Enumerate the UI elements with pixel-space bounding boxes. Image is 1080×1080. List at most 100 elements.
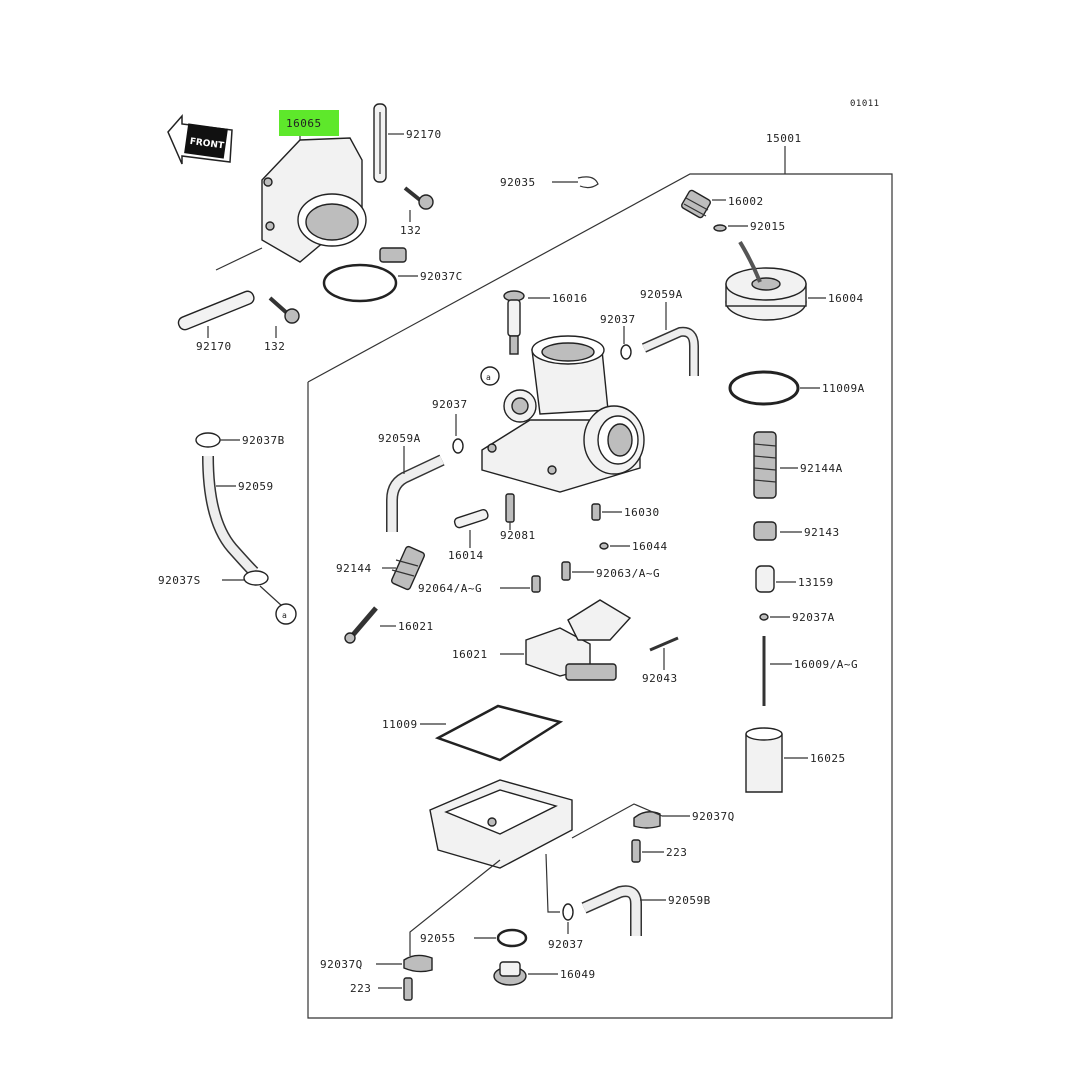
leader-bowl-connect (571, 803, 663, 839)
clamp-part-92037b (195, 432, 221, 448)
part-label-92037a: 92037A (792, 611, 835, 624)
pin-part-16021 (344, 606, 378, 644)
part-16044 (599, 542, 609, 550)
part-label-132-bottom: 132 (264, 340, 285, 353)
part-label-92081: 92081 (500, 529, 536, 542)
part-label-16002: 16002 (728, 195, 764, 208)
bolt-part-bottom (268, 296, 300, 324)
clamp-part-92037s (243, 570, 269, 586)
part-label-16030: 16030 (624, 506, 660, 519)
part-label-16009: 16009/A~G (794, 658, 858, 671)
part-label-92037-a: 92037 (600, 313, 636, 326)
part-label-13159: 13159 (798, 576, 834, 589)
carburetor-body-part (481, 335, 645, 493)
part-label-92037b: 92037B (242, 434, 285, 447)
part-label-16025: 16025 (810, 752, 846, 765)
part-label-92064: 92064/A~G (418, 582, 482, 595)
ref-circle-a (480, 366, 500, 386)
top-cap-part-16004 (725, 240, 807, 321)
front-arrow-icon: FRONT (167, 114, 233, 165)
part-label-16004: 16004 (828, 292, 864, 305)
ring-part-92037-c (562, 903, 574, 921)
retainer-part-92143 (753, 521, 777, 541)
ring-part-92037-a (620, 344, 632, 360)
washer-part-92037a (759, 613, 769, 621)
part-label-92037s: 92037S (158, 574, 201, 587)
part-label-92037-c: 92037 (548, 938, 584, 951)
assembly-frame (307, 173, 893, 1019)
ref-circle-a-glyph: a (486, 373, 491, 382)
drain-plug-part-16049 (493, 961, 527, 986)
diagram-id: 01011 (850, 99, 880, 109)
jet-part-16030 (591, 503, 601, 521)
part-label-92059b: 92059B (668, 894, 711, 907)
part-label-16049: 16049 (560, 968, 596, 981)
part-label-92170-top: 92170 (406, 128, 442, 141)
part-label-16021-float: 16021 (452, 648, 488, 661)
clip-part-13159 (755, 565, 775, 593)
part-label-92043: 92043 (642, 672, 678, 685)
clamp-part (322, 247, 407, 303)
jet-part-16014 (453, 508, 489, 529)
pin-part-92043 (649, 636, 679, 652)
leader-bowl-drain (545, 853, 560, 913)
part-label-11009: 11009 (382, 718, 418, 731)
bolt-part-top (403, 186, 434, 210)
intake-holder-part (261, 137, 367, 263)
bolt-part-223-right (631, 839, 641, 863)
part-label-92037q-right: 92037Q (692, 810, 735, 823)
part-label-92037c: 92037C (420, 270, 463, 283)
part-label-92055: 92055 (420, 932, 456, 945)
part-label-92015: 92015 (750, 220, 786, 233)
tube-part-92059b (581, 885, 642, 936)
gasket-part-11009 (434, 704, 564, 762)
part-label-16014: 16014 (448, 549, 484, 562)
spring-part-92144a (753, 431, 777, 499)
jet-part-92063 (561, 561, 571, 581)
part-label-132-top: 132 (400, 224, 421, 237)
part-label-11009a: 11009A (822, 382, 865, 395)
bolt-part-223-left (403, 977, 413, 1001)
spring-part-92144 (390, 545, 426, 591)
front-label: FRONT (189, 137, 225, 152)
washer-part-92015 (713, 224, 727, 232)
leader-ref-b (259, 585, 283, 607)
clip-part (577, 176, 599, 189)
part-label-92037-b: 92037 (432, 398, 468, 411)
tube-part-92059a-left (386, 454, 445, 532)
part-label-92144: 92144 (336, 562, 372, 575)
ref-circle-b (275, 603, 297, 625)
o-ring-part-92055 (496, 928, 528, 948)
leader-strap-connect (215, 247, 263, 271)
ref-circle-b-glyph: a (282, 611, 287, 620)
part-label-223-right: 223 (666, 846, 687, 859)
air-screw-part-16016 (503, 290, 525, 355)
float-part-16021 (525, 599, 632, 681)
highlight-box (279, 110, 339, 136)
jet-part-92064 (531, 575, 541, 593)
clamp-part-92037q-right (633, 811, 661, 829)
tube-part-92059a-top (641, 326, 699, 376)
hose-part-92059 (202, 455, 259, 577)
throttle-valve-part-16025 (745, 727, 783, 793)
part-label-16016: 16016 (552, 292, 588, 305)
part-label-92143: 92143 (804, 526, 840, 539)
spring-part-16002 (681, 189, 711, 219)
strap-part-top (373, 103, 387, 183)
ring-part-92037-b (452, 438, 464, 454)
part-label-92059: 92059 (238, 480, 274, 493)
part-label-92063: 92063/A~G (596, 567, 660, 580)
part-label-223-left: 223 (350, 982, 371, 995)
part-label-92037q-left: 92037Q (320, 958, 363, 971)
o-ring-part-11009a (728, 370, 800, 406)
part-label-92059a-left: 92059A (378, 432, 421, 445)
leader-bowl-left (409, 859, 501, 956)
part-label-92035: 92035 (500, 176, 536, 189)
part-label-92059a-top: 92059A (640, 288, 683, 301)
part-label-16021-pin: 16021 (398, 620, 434, 633)
strap-part-bottom (177, 290, 255, 331)
part-label-92144a: 92144A (800, 462, 843, 475)
jet-part-92081 (505, 493, 515, 523)
part-label-15001: 15001 (766, 132, 802, 145)
